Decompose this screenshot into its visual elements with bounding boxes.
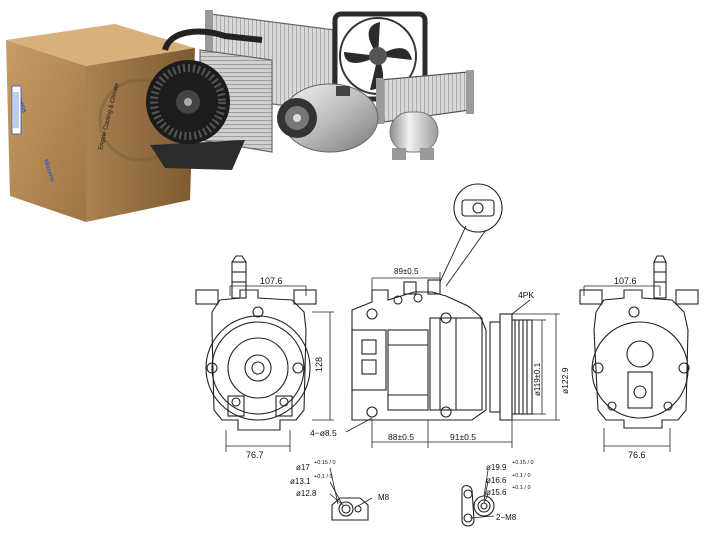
port-left-d1-tol: +0.15 / 0 xyxy=(314,460,336,466)
compressor-image xyxy=(277,83,379,153)
label-4pk: 4PK xyxy=(518,290,534,300)
port-detail-left xyxy=(329,467,373,521)
port-right-d3: ø15.6 xyxy=(486,488,507,497)
dim-top-offset: 89±0.5 xyxy=(394,267,419,276)
port-right-thread: 2−M8 xyxy=(496,513,517,522)
port-left-d2: ø13.1 xyxy=(290,477,311,486)
dim-rear-bottom: 76.6 xyxy=(628,450,646,460)
port-left-d2-tol: +0.1 / 0 xyxy=(314,474,333,480)
product-photo: Nissens Nissens Engine Cooling & Climate xyxy=(6,10,474,222)
dim-side-right: 91±0.5 xyxy=(450,432,476,442)
side-view xyxy=(345,183,560,448)
receiver-drier-image xyxy=(389,111,439,160)
ac-hose-image xyxy=(162,28,263,52)
heater-core-image xyxy=(376,70,474,124)
blower-motor-image xyxy=(146,60,245,170)
port-right-d3-tol: +0.1 / 0 xyxy=(512,485,531,491)
dim-mount-holes: 4−ø8.5 xyxy=(310,428,337,438)
rear-view xyxy=(579,255,699,452)
dim-side-left: 88±0.5 xyxy=(388,432,414,442)
technical-drawing xyxy=(195,183,699,527)
port-right-d1: ø19.9 xyxy=(486,463,507,472)
dim-front-bottom: 76.7 xyxy=(246,450,264,460)
dim-pulley-inner: ø119±0.1 xyxy=(533,362,542,396)
dim-front-top: 107.6 xyxy=(260,276,283,286)
dim-rear-top: 107.6 xyxy=(614,276,637,286)
port-right-d2-tol: +0.1 / 0 xyxy=(512,473,531,479)
dim-pulley-outer: ø122.9 xyxy=(560,367,570,394)
barcode-label xyxy=(11,85,22,135)
dim-height: 128 xyxy=(314,357,324,372)
front-view xyxy=(195,255,334,452)
port-left-thread: M8 xyxy=(378,493,390,502)
port-left-d1: ø17 xyxy=(296,463,310,472)
dimension-labels: 107.6 76.7 128 89±0.5 4−ø8.5 88±0.5 91±0… xyxy=(246,267,646,522)
port-right-d2: ø16.6 xyxy=(486,476,507,485)
port-detail-right xyxy=(461,469,495,527)
port-left-d3: ø12.8 xyxy=(296,489,317,498)
port-right-d1-tol: +0.15 / 0 xyxy=(512,460,534,466)
